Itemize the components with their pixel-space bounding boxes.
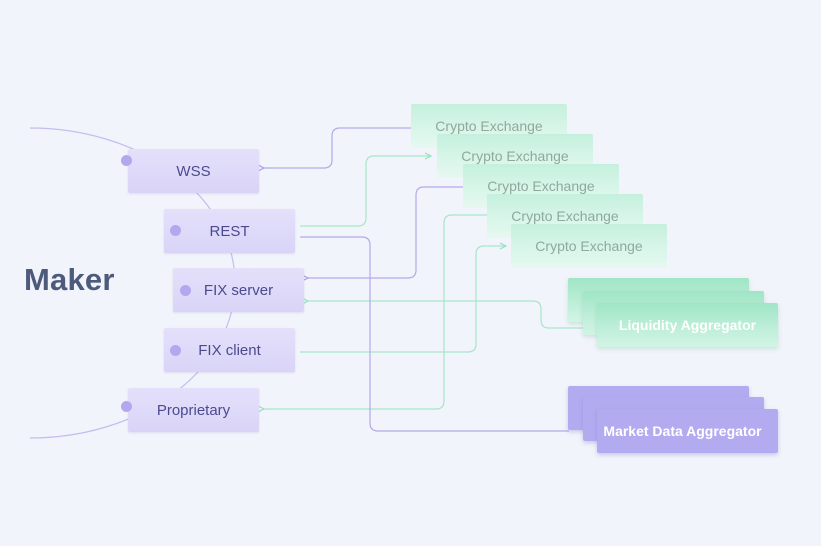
- protocol-wss: WSS: [128, 149, 259, 193]
- market-data-aggregator-card-front: [597, 409, 778, 453]
- arc-dot-rest: [170, 225, 181, 236]
- protocol-rest: REST: [164, 209, 295, 253]
- maker-title: Maker: [24, 262, 115, 297]
- exchange-box-5: Crypto Exchange: [511, 224, 667, 268]
- link-exchange-proprietary: [264, 214, 487, 409]
- link-rest-market-data: [300, 236, 569, 432]
- link-fix-client-exchange: [300, 246, 506, 353]
- protocol-fix-client: FIX client: [164, 328, 295, 372]
- arc-dot-fix-client: [170, 345, 181, 356]
- link-rest-exchange: [300, 156, 431, 227]
- protocol-fix-server: FIX server: [173, 268, 304, 312]
- liquidity-aggregator-label: Liquidity Aggregator: [618, 317, 757, 333]
- liquidity-aggregator-card-front: [597, 303, 778, 347]
- protocol-proprietary: Proprietary: [128, 388, 259, 432]
- arc-dot-fix-server: [180, 285, 191, 296]
- market-data-aggregator-label: Market Data Aggregator: [603, 423, 762, 439]
- arc-dot-proprietary: [121, 401, 132, 412]
- link-exchange-wss: [264, 127, 411, 168]
- link-exchange-fix-server: [308, 186, 463, 278]
- link-liquidity-fix-server: [308, 301, 598, 329]
- arc-dot-wss: [121, 155, 132, 166]
